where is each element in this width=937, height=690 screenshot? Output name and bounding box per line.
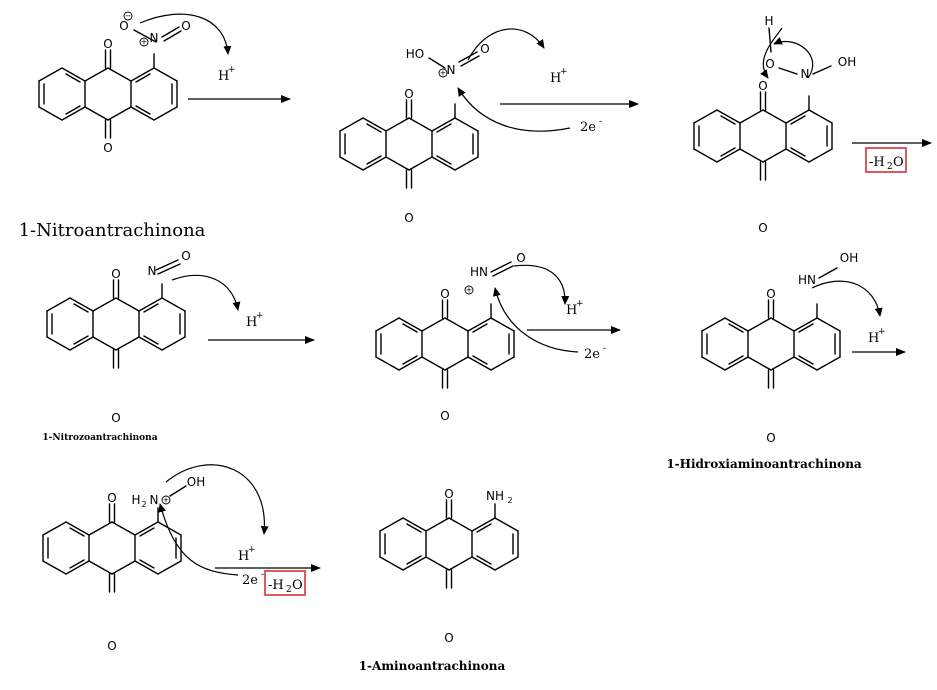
curly-arrow-3b: [773, 37, 814, 79]
molecule-nitro: O O N O O + −: [38, 12, 191, 155]
curly-arrow-3a: [760, 27, 783, 79]
svg-text:O: O: [111, 267, 120, 281]
svg-text:O: O: [107, 491, 116, 505]
svg-text:OH: OH: [838, 55, 856, 69]
svg-text:O: O: [444, 487, 453, 501]
svg-text:H: H: [131, 493, 140, 507]
svg-text:O: O: [516, 251, 525, 265]
curly-arrow-1: [139, 13, 232, 55]
curly-arrow-7b: [158, 503, 239, 576]
svg-text:HN: HN: [470, 265, 488, 279]
svg-text:+: +: [878, 327, 886, 337]
svg-text:O: O: [181, 19, 190, 33]
curly-arrow-5a: [513, 264, 570, 305]
svg-text:+: +: [141, 38, 148, 47]
svg-text:H: H: [238, 549, 249, 564]
svg-text:OH: OH: [187, 475, 205, 489]
molecule-hydroxyamino: O O HN OH: [701, 251, 858, 445]
svg-text:O: O: [292, 578, 303, 593]
svg-text:O: O: [444, 631, 453, 645]
svg-text:OH: OH: [840, 251, 858, 265]
svg-text:O: O: [404, 87, 413, 101]
label-amino: 1-Aminoantrachinona: [359, 659, 506, 673]
svg-text:H: H: [246, 315, 257, 330]
svg-text:H: H: [868, 331, 879, 346]
water-loss-box-1: [865, 147, 907, 173]
svg-text:2: 2: [507, 496, 512, 505]
svg-text:O: O: [758, 79, 767, 93]
svg-text:N: N: [150, 31, 159, 45]
svg-text:2e: 2e: [580, 120, 596, 135]
svg-text:−: −: [125, 12, 132, 21]
label-nitroso: 1-Nitrozoantrachinona: [42, 433, 157, 443]
curly-arrow-2a: [467, 28, 545, 61]
svg-text:H: H: [550, 71, 561, 86]
curly-arrow-5b: [492, 287, 579, 353]
svg-text:O: O: [766, 287, 775, 301]
molecule-amino: O O NH 2: [379, 487, 519, 645]
svg-text:+: +: [576, 299, 584, 309]
curly-arrow-6: [811, 280, 883, 317]
svg-text:2: 2: [141, 500, 146, 509]
svg-text:O: O: [440, 409, 449, 423]
svg-text:+: +: [163, 496, 170, 505]
svg-text:+: +: [256, 311, 264, 321]
svg-text:O: O: [893, 155, 904, 170]
svg-text:2: 2: [286, 585, 292, 595]
svg-text:O: O: [111, 411, 120, 425]
svg-text:+: +: [440, 69, 447, 78]
svg-text:N: N: [150, 493, 159, 507]
svg-text:-: -: [599, 117, 602, 127]
svg-text:O: O: [765, 57, 774, 71]
molecule-hydroxyamino-protonated: O O H 2 N OH +: [42, 475, 205, 653]
curly-arrow-7a: [165, 464, 269, 535]
svg-text:HO: HO: [406, 47, 424, 61]
svg-text:-: -: [261, 570, 264, 580]
svg-text:+: +: [466, 286, 473, 295]
water-loss-box-2: [264, 570, 306, 596]
svg-text:2: 2: [887, 162, 893, 172]
svg-text:H: H: [218, 69, 229, 84]
curly-arrow-2b: [457, 87, 571, 132]
molecule-nitroso: O O N O: [46, 249, 191, 425]
svg-text:-H: -H: [869, 155, 885, 170]
label-hydroxyamino: 1-Hidroxiaminoantrachinona: [666, 457, 862, 471]
svg-text:-: -: [603, 344, 606, 354]
svg-text:2e: 2e: [584, 347, 600, 362]
svg-text:O: O: [107, 639, 116, 653]
svg-text:O: O: [758, 221, 767, 235]
svg-text:O: O: [181, 249, 190, 263]
svg-text:N: N: [148, 264, 157, 278]
svg-text:O: O: [440, 287, 449, 301]
svg-text:O: O: [404, 211, 413, 225]
svg-text:+: +: [560, 67, 568, 77]
label-nitro: 1-Nitroantrachinona: [19, 220, 206, 241]
svg-text:N: N: [801, 67, 810, 81]
svg-text:O: O: [103, 141, 112, 155]
svg-text:H: H: [566, 303, 577, 318]
molecule-nitro-diprotonated: O O N O H OH: [693, 14, 856, 235]
svg-text:O: O: [766, 431, 775, 445]
svg-text:O: O: [480, 42, 489, 56]
svg-text:O: O: [103, 37, 112, 51]
svg-text:NH: NH: [486, 489, 504, 503]
svg-text:2e: 2e: [242, 573, 258, 588]
svg-text:+: +: [248, 545, 256, 555]
svg-text:N: N: [447, 63, 456, 77]
molecule-nitroso-protonated: O O HN O +: [375, 251, 526, 423]
svg-text:H: H: [764, 14, 773, 28]
svg-text:+: +: [228, 65, 236, 75]
svg-text:O: O: [119, 19, 128, 33]
curly-arrow-4: [171, 274, 241, 311]
svg-text:HN: HN: [798, 273, 816, 287]
svg-text:-H: -H: [268, 578, 284, 593]
molecule-nitro-protonated: O O N HO O +: [339, 42, 490, 225]
